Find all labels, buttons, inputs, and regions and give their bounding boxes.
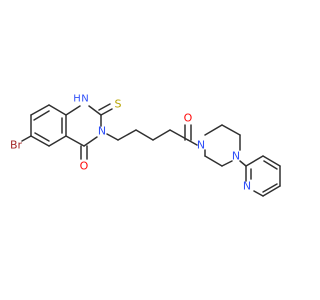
bond bbox=[152, 129, 171, 141]
bond bbox=[262, 185, 281, 197]
atom-labels: Br H N S N O O N N N bbox=[10, 94, 251, 193]
bond bbox=[30, 104, 50, 116]
bond bbox=[117, 129, 137, 141]
bond bbox=[30, 135, 50, 147]
bond bbox=[262, 183, 278, 193]
bond bbox=[106, 133, 119, 141]
nitrogen-atom-label: N bbox=[243, 180, 251, 193]
bond bbox=[33, 110, 50, 121]
bond bbox=[253, 190, 264, 197]
bond bbox=[65, 105, 81, 116]
nitrogen-atom-label: N bbox=[98, 125, 106, 138]
bond bbox=[21, 135, 32, 142]
molecule-canvas: Br H N S N O O N N N bbox=[9, 93, 281, 197]
bond bbox=[34, 132, 50, 142]
bond bbox=[88, 105, 102, 116]
bond bbox=[221, 160, 233, 167]
bond bbox=[100, 108, 113, 116]
oxygen-atom-label: O bbox=[80, 160, 89, 173]
bonds bbox=[21, 103, 281, 197]
bromine-atom-label: Br bbox=[10, 139, 23, 152]
bond bbox=[204, 155, 223, 167]
bond bbox=[187, 139, 198, 146]
nitrogen-atom-label: N bbox=[81, 94, 88, 105]
bond bbox=[135, 129, 154, 141]
bond bbox=[221, 124, 241, 136]
bond bbox=[83, 136, 98, 147]
bond bbox=[245, 155, 264, 167]
nitrogen-atom-label: N bbox=[197, 139, 205, 152]
molecule-structure: Br H N S N O O N N N bbox=[10, 94, 281, 197]
bond bbox=[98, 103, 111, 111]
nitrogen-atom-label: N bbox=[232, 150, 240, 163]
hydrogen-atom-label: H bbox=[73, 94, 81, 105]
bond bbox=[204, 124, 223, 136]
bond bbox=[263, 160, 278, 170]
bond bbox=[48, 135, 67, 147]
bond bbox=[48, 104, 67, 116]
bond bbox=[262, 155, 281, 167]
bond bbox=[239, 160, 247, 167]
sulfur-atom-label: S bbox=[115, 98, 122, 111]
oxygen-atom-label: O bbox=[184, 112, 193, 125]
bond bbox=[65, 135, 85, 147]
